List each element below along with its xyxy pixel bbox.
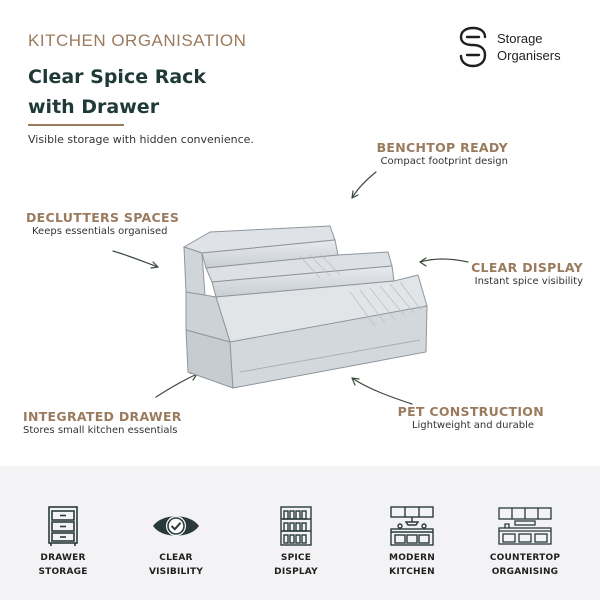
feature-clear-visibility: CLEAR VISIBILITY [121,503,231,579]
arrow-drawer [155,373,198,398]
callout-subtitle: Instant spice visibility [474,276,583,287]
arrow-clear-display [419,258,469,263]
brand-logo: Storage Organisers [457,25,561,69]
callout-integrated-drawer: INTEGRATED DRAWER Stores small kitchen e… [23,409,182,436]
callout-declutters-spaces: DECLUTTERS SPACES Keeps essentials organ… [26,210,179,237]
callout-subtitle: Stores small kitchen essentials [23,425,178,436]
brand-line-1: Storage [497,31,543,46]
callout-title: CLEAR DISPLAY [471,260,583,275]
callout-subtitle: Lightweight and durable [411,420,534,431]
feature-label: DRAWER STORAGE [38,553,88,577]
callout-pet-construction: PET CONSTRUCTION Lightweight and durable [398,404,544,431]
category-eyebrow: KITCHEN ORGANISATION [28,31,247,50]
product-illustration [112,171,469,405]
feature-band [0,466,600,600]
callout-subtitle: Keeps essentials organised [32,226,168,237]
title-divider [28,124,124,126]
tagline: Visible storage with hidden convenience. [28,133,254,146]
page-title: Clear Spice Rack with Drawer [28,62,206,122]
feature-label: MODERN KITCHEN [389,553,435,577]
callout-title: PET CONSTRUCTION [397,404,544,419]
spice-shelf-icon [280,506,312,546]
feature-label: SPICE DISPLAY [274,553,318,577]
brand-name: Storage Organisers [497,30,561,64]
callout-arrows [112,171,469,405]
eye-check-icon [153,516,199,536]
title-line-1: Clear Spice Rack [28,66,207,88]
callout-title: DECLUTTERS SPACES [26,210,180,225]
callout-subtitle: Compact footprint design [380,156,508,167]
callout-title: INTEGRATED DRAWER [23,409,182,424]
feature-label: COUNTERTOP ORGANISING [489,553,561,577]
feature-modern-kitchen: MODERN KITCHEN [357,503,467,579]
feature-label: CLEAR VISIBILITY [148,553,204,577]
feature-drawer-storage: DRAWER STORAGE [8,503,118,579]
feature-countertop-organising: COUNTERTOP ORGANISING [470,503,580,579]
spice-rack [182,225,428,389]
arrow-pet [351,377,413,405]
title-line-2: with Drawer [28,96,160,118]
brand-mark-icon [459,26,487,68]
callout-benchtop-ready: BENCHTOP READY Compact footprint design [377,140,508,167]
drawer-icon [48,506,78,546]
arrow-declutters [112,250,159,268]
brand-line-2: Organisers [497,48,561,63]
countertop-icon [498,507,552,545]
feature-spice-display: SPICE DISPLAY [241,503,351,579]
kitchen-icon [390,506,434,546]
arrow-benchtop [351,171,377,199]
callout-title: BENCHTOP READY [376,140,508,155]
callout-clear-display: CLEAR DISPLAY Instant spice visibility [471,260,583,287]
